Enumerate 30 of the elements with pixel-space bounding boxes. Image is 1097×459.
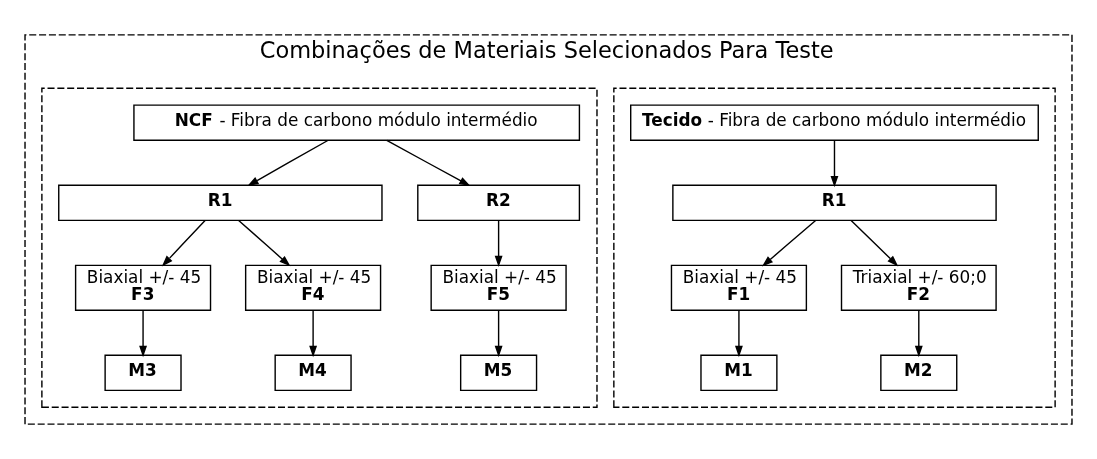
node-box: R1 [58, 184, 383, 222]
node-box: R1 [672, 184, 997, 222]
node-box: M3 [104, 354, 182, 392]
arrow [161, 219, 206, 267]
node-box: M1 [700, 354, 778, 392]
node-box: Biaxial +/- 45 F5 [430, 264, 567, 311]
arrow [494, 219, 503, 268]
node-box: M2 [880, 354, 958, 392]
arrow [309, 309, 318, 358]
cluster [41, 87, 598, 408]
node-box: Biaxial +/- 45 F4 [244, 264, 382, 311]
arrow [237, 219, 291, 267]
arrow [494, 309, 503, 358]
node-box: Biaxial +/- 45 F1 [670, 264, 808, 311]
cluster [613, 87, 1056, 408]
node-box: Tecido - Fibra de carbono módulo intermédio [630, 104, 1039, 141]
arrow [914, 309, 923, 358]
arrow [139, 309, 147, 358]
node-box: Triaxial +/- 60;0 F2 [840, 264, 997, 311]
arrow [386, 139, 471, 187]
arrow [850, 219, 899, 267]
node-box: Biaxial +/- 45 F3 [74, 264, 212, 311]
arrow [734, 309, 743, 358]
node-box: NCF - Fibra de carbono módulo intermédio [133, 104, 581, 141]
node-box: R2 [417, 184, 581, 222]
node-box: M5 [459, 354, 538, 392]
arrow [830, 139, 839, 188]
arrow [247, 139, 329, 187]
node-box: M4 [274, 354, 352, 392]
arrow [761, 219, 817, 267]
